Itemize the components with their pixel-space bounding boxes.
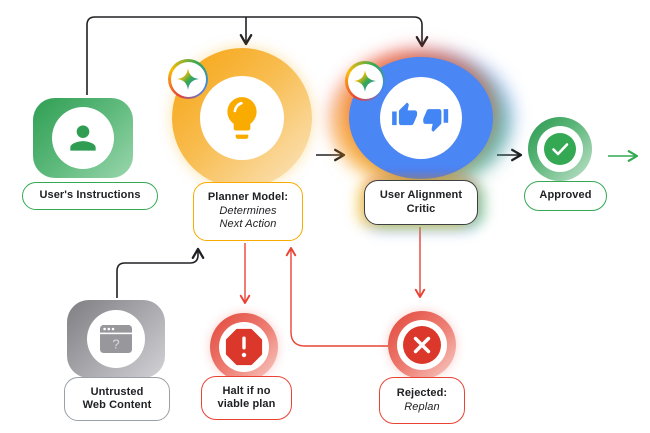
gemini-sparkle-icon [177,68,199,90]
user-instructions-label: User's Instructions [22,182,158,210]
svg-text:?: ? [112,337,119,352]
planner-icon-wrap [200,76,284,160]
critic-label-line1: User Alignment [379,189,463,202]
halt-icon-wrap [219,322,269,372]
halt-label-line2: viable plan [217,398,276,410]
rejected-label-sub: Replan [404,400,440,413]
planner-gemini-badge-inner [170,61,206,97]
rejected-label: Rejected: Replan [379,377,465,424]
approved-icon-wrap [537,126,583,172]
user-instructions-icon-wrap [52,107,114,169]
arrow-user-to-critic [86,16,429,95]
planner-label-sub2: Next Action [219,218,277,231]
x-circle-icon [403,326,441,364]
critic-gemini-badge-inner [347,63,383,99]
approved-label-text: Approved [539,189,592,202]
planner-label-title: Planner Model: [207,191,289,204]
planner-label: Planner Model: Determines Next Action [193,182,303,241]
gemini-sparkle-icon [354,70,376,92]
checkmark-icon [544,133,576,165]
alert-octagon-icon [225,328,263,366]
person-icon [70,125,96,151]
user-instructions-label-text: User's Instructions [39,189,141,202]
untrusted-web-label-line1: Untrusted [90,385,144,398]
browser-question-icon: ? [100,325,132,353]
critic-icon-wrap [380,77,462,159]
thumbs-up-down-icon [392,102,449,132]
rejected-icon-wrap [397,320,447,370]
untrusted-web-label-line2: Web Content [82,399,152,411]
rejected-label-title: Rejected: [396,387,448,400]
critic-label-line2: Critic [406,202,436,215]
arrow-rejected-to-planner [285,247,388,347]
planner-gemini-badge [168,59,208,99]
arrow-webcontent-to-planner [116,247,205,298]
halt-label: Halt if no viable plan [201,376,292,420]
untrusted-web-icon-wrap: ? [87,310,145,368]
approved-label: Approved [524,181,607,211]
planner-label-sub1: Determines [219,204,277,217]
lightbulb-icon [227,97,257,139]
critic-gemini-badge [345,61,385,101]
halt-label-line1: Halt if no [222,384,271,397]
critic-label: User Alignment Critic [364,180,478,225]
untrusted-web-label: Untrusted Web Content [64,377,170,421]
